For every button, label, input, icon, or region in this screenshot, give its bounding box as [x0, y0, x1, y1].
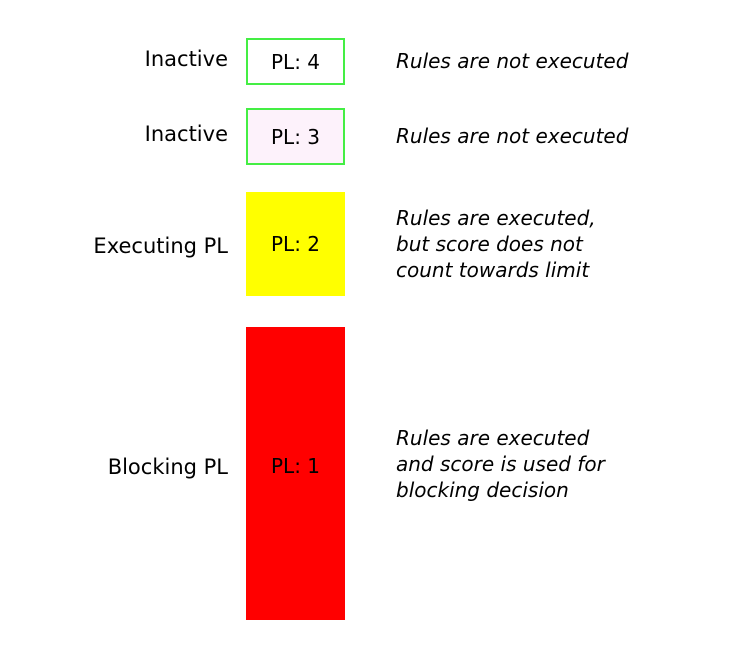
description-line: Rules are executed: [396, 426, 590, 450]
state-label-pl2: Executing PL: [93, 234, 228, 258]
pl-box-pl4: PL: 4: [246, 38, 345, 85]
description-pl3: Rules are not executed: [396, 123, 743, 149]
state-label-pl3: Inactive: [144, 122, 228, 146]
description-pl4: Rules are not executed: [396, 48, 743, 74]
state-label-pl1: Blocking PL: [107, 455, 228, 479]
pl-box-label-pl2: PL: 2: [270, 232, 321, 256]
pl-box-pl3: PL: 3: [246, 108, 345, 165]
description-line: Rules are executed,: [396, 206, 596, 230]
description-line: Rules are not executed: [396, 49, 629, 73]
pl-box-label-pl4: PL: 4: [270, 49, 321, 74]
state-label-pl4: Inactive: [144, 47, 228, 71]
description-line: blocking decision: [396, 478, 569, 502]
description-line: and score is used for: [396, 452, 605, 476]
description-line: Rules are not executed: [396, 124, 629, 148]
description-line: count towards limit: [396, 258, 590, 282]
description-pl2: Rules are executed, but score does not c…: [396, 205, 743, 283]
pl-box-pl2: PL: 2: [246, 192, 345, 296]
description-line: but score does not: [396, 232, 583, 256]
pl-box-label-pl3: PL: 3: [270, 124, 321, 149]
description-pl1: Rules are executed and score is used for…: [396, 425, 743, 503]
pl-box-pl1: PL: 1: [246, 327, 345, 620]
pl-box-label-pl1: PL: 1: [270, 454, 321, 478]
